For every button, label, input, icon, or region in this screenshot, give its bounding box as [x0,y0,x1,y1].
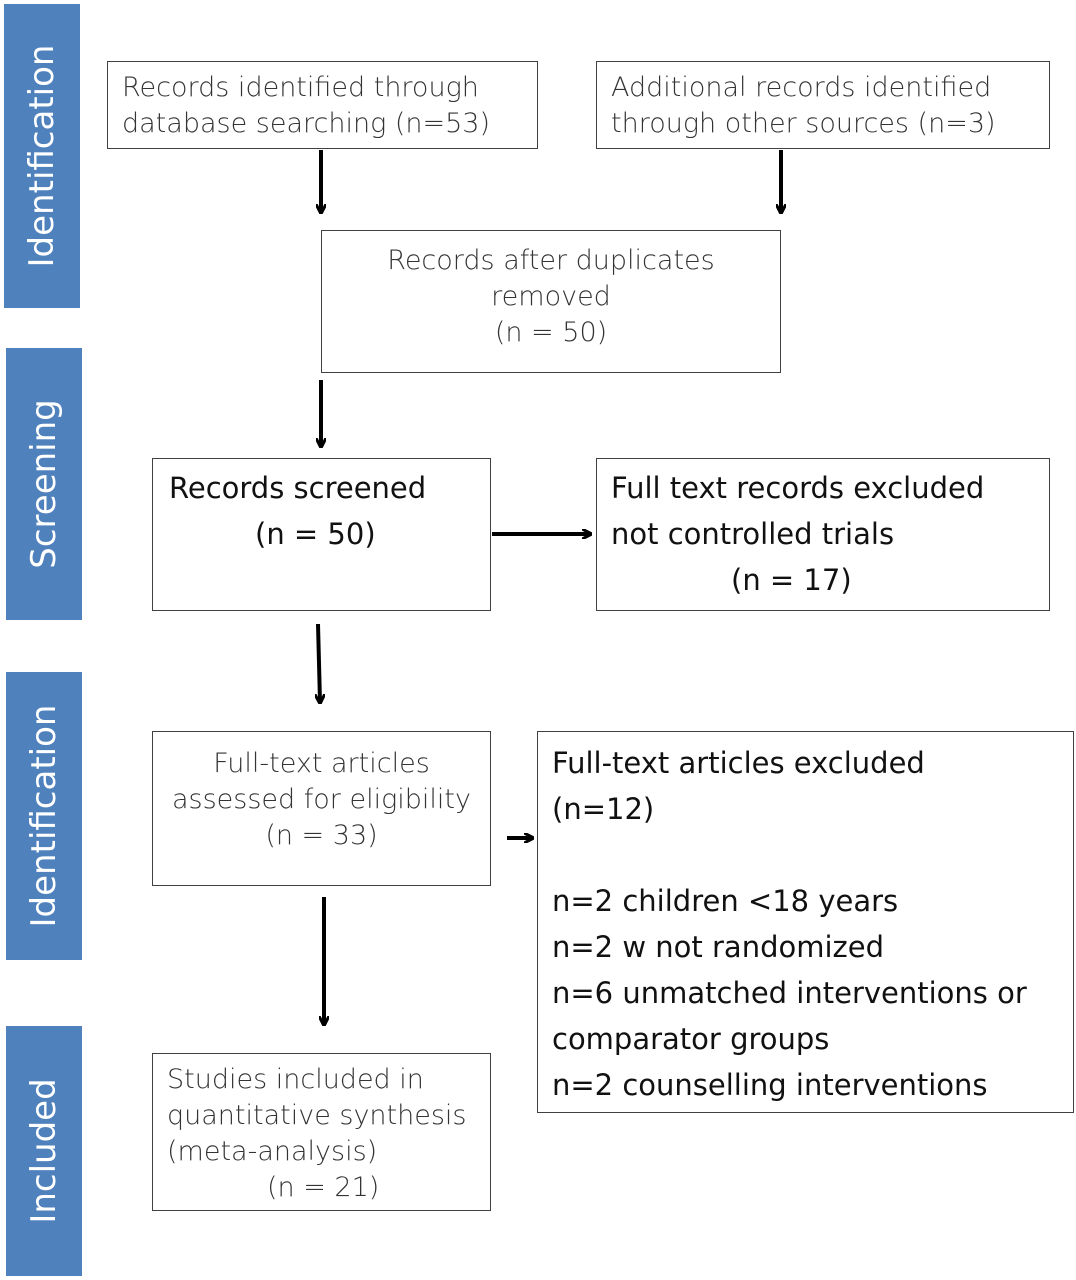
box-elig-line-1: Full-text articles [213,748,430,779]
box-excl1-line-2: not controlled trials [611,517,895,551]
box-dup-line-2: removed [491,281,611,312]
box-screened-line-1: Records screened [169,471,427,505]
box-dup-line-3: (n = 50) [494,317,608,348]
box-excl1-line-1: Full text records excluded [611,471,985,505]
box-incl-line-3: (meta-analysis) [167,1136,378,1167]
box-screened-line-2: (n = 50) [255,517,376,551]
box-excl2-count: (n=12) [552,792,655,826]
box-excl2-reason-1: n=2 children <18 years [552,884,899,918]
box-excl2-reason-3: n=6 unmatched interventions or [552,976,1027,1010]
arrow-screened-to-eligibility [318,623,320,702]
box-excl2-reason-4: comparator groups [552,1022,830,1056]
box-excl2-reason-2: n=2 w not randomized [552,930,884,964]
box-elig-line-3: (n = 33) [265,820,378,851]
stage-included: Included [6,1026,82,1276]
box-dup-line-1: Records after duplicates [387,245,715,276]
box-excl2-reason-5: n=2 counselling interventions [552,1068,988,1102]
box-other-sources: Additional records identified through ot… [596,61,1050,149]
box-excluded-screening: Full text records excluded not controlle… [596,458,1050,611]
box-other-line-2: through other sources (n=3) [611,108,996,139]
box-database-line-1: Records identified through [122,72,479,103]
box-database-line-2: database searching (n=53) [122,108,491,139]
box-eligibility: Full-text articles assessed for eligibil… [152,731,491,886]
box-excl2-title: Full-text articles excluded [552,746,925,780]
stage-screening: Screening [6,348,82,620]
box-incl-line-4: (n = 21) [267,1172,380,1203]
box-incl-line-1: Studies included in [167,1064,424,1095]
box-incl-line-2: quantitative synthesis [167,1100,467,1131]
box-excluded-fulltext: Full-text articles excluded (n=12) n=2 c… [537,731,1074,1113]
stage-identification-1: Identification [4,4,80,308]
box-excl1-line-3: (n = 17) [731,563,852,597]
box-after-duplicates: Records after duplicates removed (n = 50… [321,230,781,373]
box-other-line-1: Additional records identified [611,72,992,103]
box-included: Studies included in quantitative synthes… [152,1053,491,1211]
stage-identification-2: Identification [6,672,82,960]
box-elig-line-2: assessed for eligibility [172,784,471,815]
box-records-screened: Records screened (n = 50) [152,458,491,611]
box-database-searching: Records identified through database sear… [107,61,538,149]
